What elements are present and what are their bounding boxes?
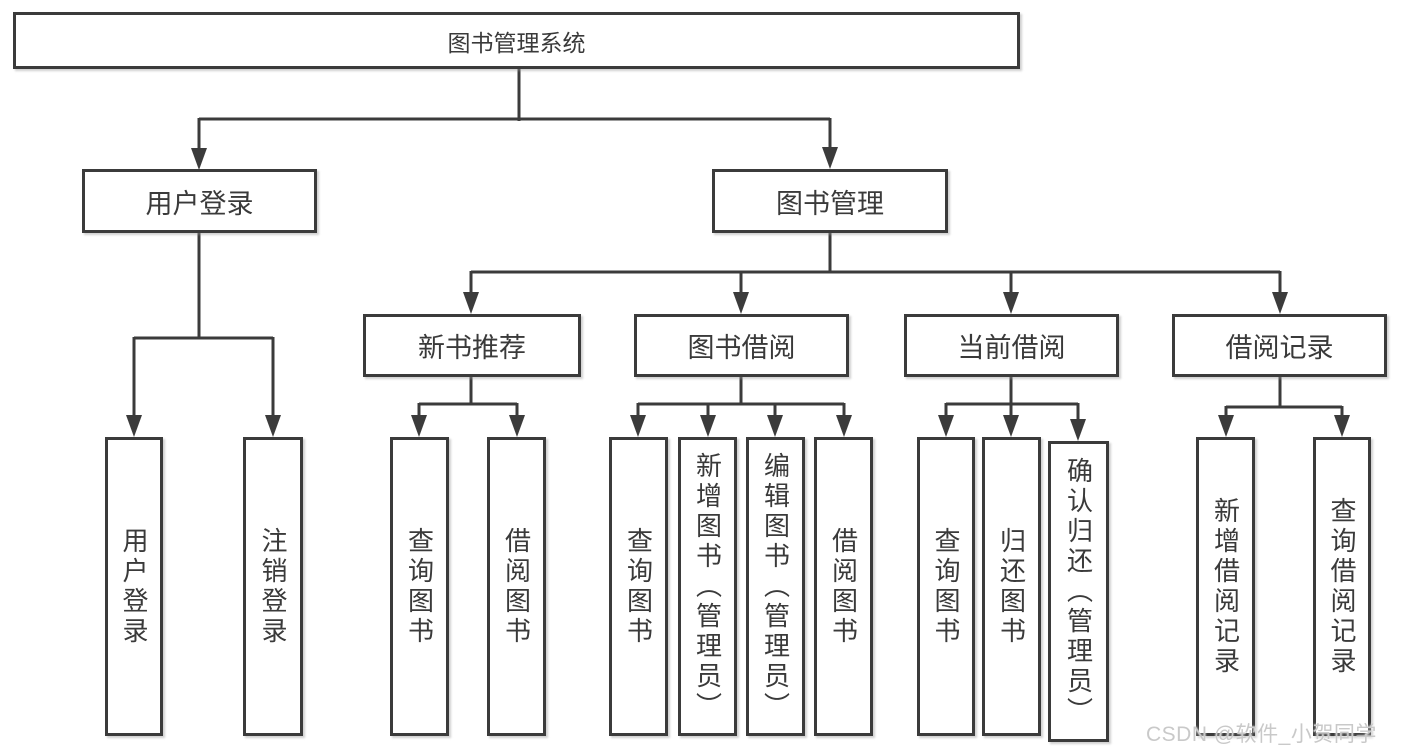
leaf-user-login: 用户登录 (105, 437, 163, 736)
node-borrow-records-label: 借阅记录 (1225, 333, 1334, 363)
leaf-borrow-books: 借阅图书 (814, 437, 873, 736)
node-borrow-records: 借阅记录 (1172, 314, 1387, 377)
leaf-logout: 注销登录 (243, 437, 303, 736)
csdn-watermark: CSDN @软件_小贺同学 (1146, 723, 1377, 746)
leaf-add-borrow-record: 新增借阅记录 (1196, 437, 1255, 736)
leaf-query-books-borrow-label: 查询图书 (623, 526, 654, 647)
leaf-user-login-label: 用户登录 (119, 526, 149, 647)
leaf-edit-books-admin: 编辑图书（管理员） (746, 437, 805, 736)
node-current-borrow: 当前借阅 (904, 314, 1119, 377)
node-book-management: 图书管理 (712, 169, 948, 233)
leaf-query-books-borrow: 查询图书 (609, 437, 668, 736)
leaf-borrow-books-recommend-label: 借阅图书 (501, 526, 532, 647)
leaf-borrow-books-recommend: 借阅图书 (487, 437, 546, 736)
leaf-query-books-recommend: 查询图书 (390, 437, 449, 736)
node-user-login: 用户登录 (82, 169, 317, 233)
leaf-add-books-admin: 新增图书（管理员） (678, 437, 737, 736)
node-new-book-recommend-label: 新书推荐 (418, 333, 526, 363)
node-new-book-recommend: 新书推荐 (363, 314, 581, 377)
leaf-borrow-books-label: 借阅图书 (828, 526, 859, 647)
leaf-add-books-admin-label: 新增图书（管理员） (692, 451, 723, 722)
leaf-query-books-current: 查询图书 (917, 437, 975, 736)
leaf-confirm-return-admin-label: 确认归还（管理员） (1063, 456, 1094, 727)
leaf-logout-label: 注销登录 (258, 526, 288, 647)
node-library-management-system: 图书管理系统 (13, 12, 1020, 69)
leaf-query-books-current-label: 查询图书 (931, 526, 961, 647)
node-book-management-label: 图书管理 (776, 188, 884, 219)
leaf-query-books-recommend-label: 查询图书 (404, 526, 435, 647)
node-book-borrow: 图书借阅 (634, 314, 849, 377)
leaf-return-books: 归还图书 (982, 437, 1041, 736)
node-user-login-label: 用户登录 (145, 188, 254, 219)
leaf-add-borrow-record-label: 新增借阅记录 (1210, 496, 1241, 677)
node-library-management-system-label: 图书管理系统 (447, 29, 586, 56)
leaf-confirm-return-admin: 确认归还（管理员） (1048, 441, 1109, 742)
leaf-query-borrow-record: 查询借阅记录 (1313, 437, 1371, 736)
leaf-return-books-label: 归还图书 (996, 526, 1027, 647)
node-book-borrow-label: 图书借阅 (687, 333, 796, 363)
leaf-query-borrow-record-label: 查询借阅记录 (1327, 496, 1357, 677)
leaf-edit-books-admin-label: 编辑图书（管理员） (760, 451, 791, 722)
node-current-borrow-label: 当前借阅 (957, 333, 1066, 363)
